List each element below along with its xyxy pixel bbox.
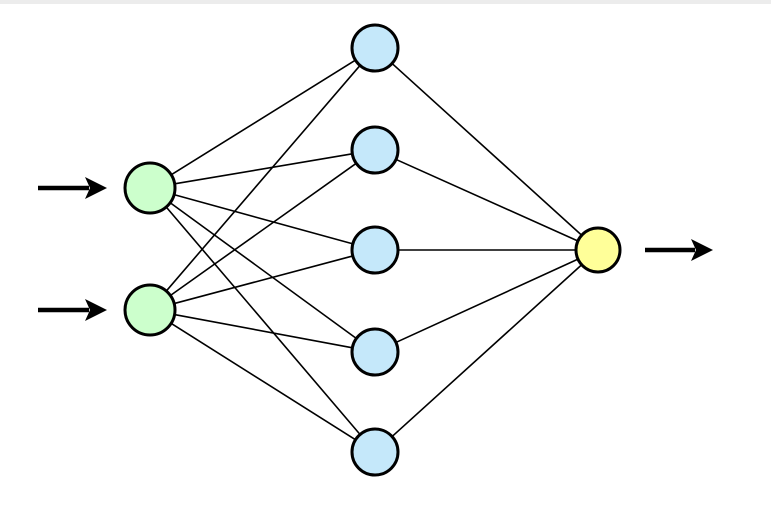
edge-i1-h3	[171, 193, 356, 246]
node-h4[interactable]	[350, 327, 400, 377]
top-strip-decoration	[0, 0, 771, 4]
node-h5[interactable]	[350, 427, 400, 477]
edge-i2-h3	[171, 254, 356, 305]
edge-i2-h5	[169, 321, 358, 442]
input-arrow-top	[38, 177, 107, 199]
edge-i2-h4	[172, 313, 355, 349]
node-h2[interactable]	[350, 125, 400, 175]
input-arrow-top-head	[85, 177, 107, 199]
layer-input	[123, 161, 177, 337]
edge-h1-o1	[390, 61, 584, 238]
layer-output	[574, 226, 622, 274]
input-arrow-bottom-head	[85, 299, 107, 321]
output-arrow-head	[691, 239, 713, 261]
edge-i1-h4	[168, 201, 359, 341]
layer-hidden	[350, 23, 400, 477]
edge-h2-o1	[393, 157, 581, 243]
node-h1[interactable]	[350, 23, 400, 73]
output-arrow	[645, 239, 713, 261]
edge-i2-h1	[164, 63, 362, 293]
node-i2[interactable]	[123, 283, 177, 337]
node-i1[interactable]	[123, 161, 177, 215]
arrows-group	[38, 177, 713, 321]
edges-group	[164, 58, 584, 442]
nodes-group	[123, 23, 622, 477]
edge-i1-h2	[172, 152, 355, 185]
edge-h5-o1	[390, 262, 584, 439]
edge-i1-h5	[164, 205, 362, 437]
edge-i2-h2	[168, 161, 359, 298]
edge-h4-o1	[393, 257, 581, 344]
input-arrow-bottom	[38, 299, 107, 321]
node-o1[interactable]	[574, 226, 622, 274]
edge-i1-h1	[169, 58, 358, 177]
node-h3[interactable]	[350, 225, 400, 275]
